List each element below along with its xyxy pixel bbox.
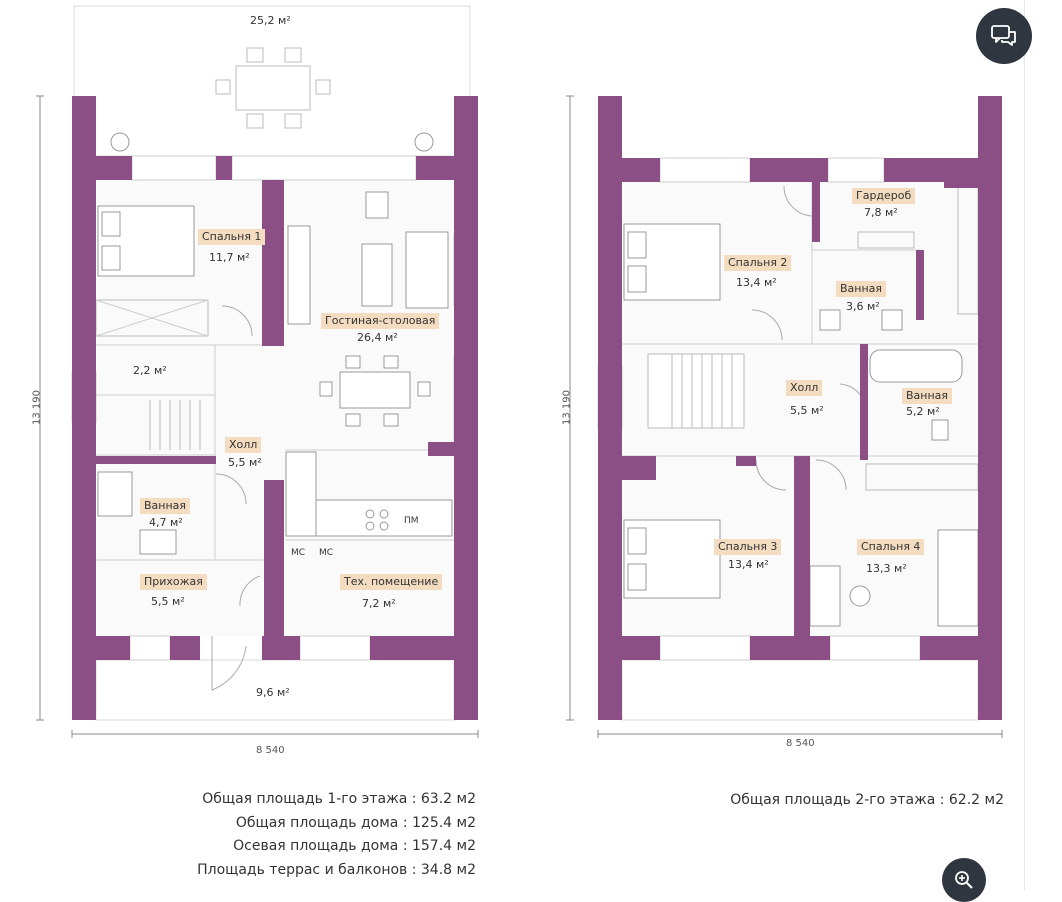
bed-icon bbox=[623, 223, 721, 301]
zoom-button[interactable] bbox=[942, 858, 986, 902]
ms1-label: МС bbox=[291, 548, 306, 558]
floor2-total: Общая площадь 2-го этажа : 62.2 м2 bbox=[730, 792, 1004, 808]
floor2-height-dim: 13 190 bbox=[561, 390, 573, 425]
bed-icon bbox=[623, 519, 721, 599]
bedroom3-area: 13,4 м² bbox=[728, 558, 769, 571]
floor2-walls bbox=[598, 96, 1002, 720]
floor2-width-dim: 8 540 bbox=[786, 738, 815, 749]
kitchen-icon bbox=[285, 451, 453, 537]
bedroom2-area: 13,4 м² bbox=[736, 276, 777, 289]
bed-icon bbox=[937, 529, 979, 627]
stairs-icon bbox=[149, 400, 201, 450]
living-label: Гостиная-столовая bbox=[321, 313, 440, 329]
hall1-label: Холл bbox=[225, 437, 262, 453]
desk-icon bbox=[809, 565, 841, 627]
axial-total: Осевая площадь дома : 157.4 м2 bbox=[233, 838, 476, 854]
floor1-walls bbox=[72, 96, 478, 720]
bedroom3-label: Спальня 3 bbox=[714, 539, 782, 555]
bedroom1-area: 11,7 м² bbox=[209, 251, 250, 264]
entry-label: Прихожая bbox=[140, 574, 207, 590]
bathtub-icon bbox=[869, 349, 963, 383]
floor1-height-dim: 13 190 bbox=[31, 390, 43, 425]
floor2-balcony bbox=[621, 659, 979, 721]
tech-area: 7,2 м² bbox=[362, 597, 396, 610]
bedroom2-label: Спальня 2 bbox=[724, 255, 792, 271]
shower-icon bbox=[97, 471, 177, 555]
stairs-icon bbox=[647, 353, 745, 429]
living-furniture-icon bbox=[287, 191, 449, 427]
bath2b-label: Ванная bbox=[902, 388, 953, 404]
storage-area: 2,2 м² bbox=[133, 364, 167, 377]
bedroom4-area: 13,3 м² bbox=[866, 562, 907, 575]
summary-left: Общая площадь 1-го этажа : 63.2 м2 Общая… bbox=[197, 788, 476, 882]
chat-button[interactable] bbox=[976, 8, 1032, 64]
floor1-width-dim: 8 540 bbox=[256, 745, 285, 756]
wardrobe-label: Гардероб bbox=[852, 188, 916, 204]
page-divider-line bbox=[1024, 0, 1025, 890]
entry-area: 5,5 м² bbox=[151, 595, 185, 608]
ms2-label: МС bbox=[319, 548, 334, 558]
bedroom4-label: Спальня 4 bbox=[857, 539, 925, 555]
top-terrace-area: 25,2 м² bbox=[250, 14, 291, 27]
bath2a-label: Ванная bbox=[836, 281, 887, 297]
bed-icon bbox=[97, 205, 195, 277]
terraces-total: Площадь террас и балконов : 34.8 м2 bbox=[197, 861, 476, 878]
bath1-area: 4,7 м² bbox=[149, 516, 183, 529]
terrace-dining-table bbox=[215, 47, 331, 129]
hall1-area: 5,5 м² bbox=[228, 456, 262, 469]
bath1-label: Ванная bbox=[140, 498, 191, 514]
zoom-in-icon bbox=[955, 871, 973, 889]
house-total: Общая площадь дома : 125.4 м2 bbox=[235, 814, 476, 831]
floor1-total: Общая площадь 1-го этажа : 63.2 м2 bbox=[202, 791, 476, 807]
floor2-plan bbox=[597, 157, 979, 721]
wardrobe-area: 7,8 м² bbox=[864, 206, 898, 219]
pm-label: ПМ bbox=[404, 516, 419, 526]
hall2-area: 5,5 м² bbox=[790, 404, 824, 417]
tech-label: Тех. помещение bbox=[340, 574, 443, 590]
bedroom1-label: Спальня 1 bbox=[198, 229, 266, 245]
dimension-lines bbox=[36, 95, 1003, 738]
terrace-plants bbox=[110, 132, 434, 152]
bath2a-area: 3,6 м² bbox=[846, 300, 880, 313]
hall2-label: Холл bbox=[786, 380, 823, 396]
bottom-terrace-area: 9,6 м² bbox=[256, 686, 290, 699]
chat-icon bbox=[991, 25, 1016, 46]
bath2b-area: 5,2 м² bbox=[906, 405, 940, 418]
living-area: 26,4 м² bbox=[357, 331, 398, 344]
